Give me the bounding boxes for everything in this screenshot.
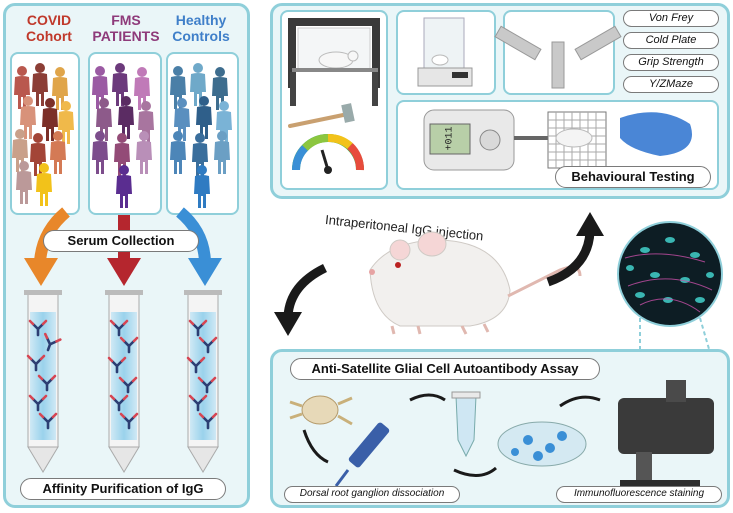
behavioural-testing-label: Behavioural Testing — [555, 166, 711, 188]
assay-arrow-2 — [409, 393, 446, 402]
pipette-icon — [334, 422, 390, 487]
mouse-illustration — [369, 231, 582, 335]
serum-collection-label: Serum Collection — [43, 230, 199, 252]
immuno-caption: Immunofluorescence staining — [556, 486, 722, 503]
healthy-arrow — [175, 207, 211, 263]
fms-patients-label: FMS PATIENTS — [86, 12, 166, 44]
fms-label-line1: FMS — [111, 12, 141, 28]
healthy-label-line2: Controls — [172, 28, 230, 44]
covid-cohort-label: COVID Cohort — [14, 12, 84, 44]
assay-arrow-4 — [559, 395, 601, 408]
column-covid — [24, 290, 62, 473]
zoom-dashed-line-1 — [699, 317, 719, 381]
test-yz-maze: Y/ZMaze — [623, 76, 719, 93]
column-fms — [105, 290, 143, 473]
assay-arrow-3 — [453, 466, 497, 477]
von-frey-device — [423, 109, 692, 171]
grip-apparatus — [288, 18, 380, 106]
drg-tissue — [289, 395, 353, 426]
y-maze-apparatus — [494, 25, 622, 89]
assay-title: Anti-Satellite Glial Cell Autoantibody A… — [290, 358, 600, 380]
healthy-label-line1: Healthy — [175, 12, 227, 28]
assay-arrow-1 — [302, 429, 329, 464]
hammer-icon — [288, 103, 355, 128]
petri-dish — [497, 421, 587, 467]
test-cold-plate: Cold Plate — [623, 32, 719, 49]
affinity-purification-label: Affinity Purification of IgG — [20, 478, 226, 500]
cold-plate-apparatus — [417, 17, 473, 87]
test-von-frey: Von Frey — [623, 10, 719, 27]
drg-caption: Dorsal root ganglion dissociation — [284, 486, 460, 503]
injection-to-assay-arrow — [283, 263, 328, 317]
immunofluorescence-image — [617, 221, 723, 327]
covid-arrow-head — [24, 258, 58, 286]
injection-to-assay-arrow-head — [274, 312, 302, 336]
column-healthy — [184, 290, 222, 473]
gauge-icon — [292, 134, 364, 174]
fms-arrow-head — [107, 258, 141, 286]
tube-icon — [451, 391, 481, 458]
covid-label-line2: Cohort — [26, 28, 72, 44]
covid-label-line1: COVID — [26, 12, 72, 28]
healthy-arrow-head — [188, 258, 222, 286]
healthy-controls-label: Healthy Controls — [164, 12, 238, 44]
fms-label-line2: PATIENTS — [92, 28, 160, 44]
microscope-icon — [618, 380, 714, 490]
injection-to-behaviour-arrow-head — [576, 212, 604, 236]
test-grip-strength: Grip Strength — [623, 54, 719, 71]
injection-to-behaviour-arrow — [546, 231, 595, 287]
